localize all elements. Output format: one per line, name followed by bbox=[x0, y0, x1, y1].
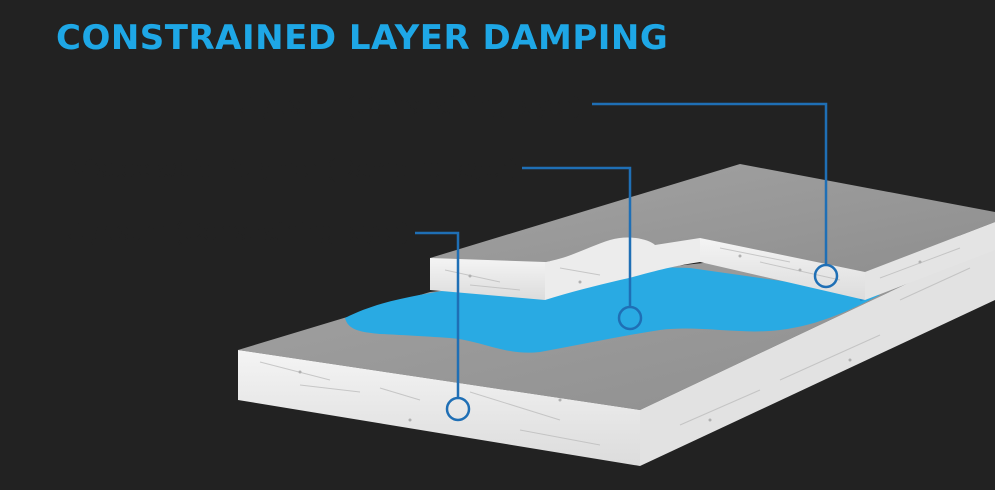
label-top-gypsum: Gypsum (Constraining layer) bbox=[238, 90, 582, 120]
page-title: CONSTRAINED LAYER DAMPING bbox=[56, 18, 669, 58]
top-gypsum-step-edge bbox=[545, 237, 700, 300]
marker-top-gypsum bbox=[813, 263, 839, 289]
bottom-gypsum-front-edge bbox=[238, 350, 640, 466]
top-gypsum-board bbox=[430, 164, 995, 300]
leader-polymer bbox=[522, 166, 632, 307]
top-gypsum-front-edge-right bbox=[700, 238, 865, 300]
marker-polymer bbox=[617, 305, 643, 331]
leader-top-gypsum bbox=[592, 102, 828, 264]
label-polymer: Viscoelastic Polymer (Damping layer) bbox=[70, 153, 519, 183]
top-gypsum-side-edge bbox=[865, 222, 995, 300]
label-bottom-gypsum: Gypsum (Constraining layer) bbox=[66, 216, 410, 246]
bottom-gypsum-side-edge bbox=[640, 242, 995, 466]
leader-bottom-gypsum bbox=[415, 231, 460, 398]
marker-bottom-gypsum bbox=[445, 396, 471, 422]
top-gypsum-top-face bbox=[430, 164, 995, 276]
